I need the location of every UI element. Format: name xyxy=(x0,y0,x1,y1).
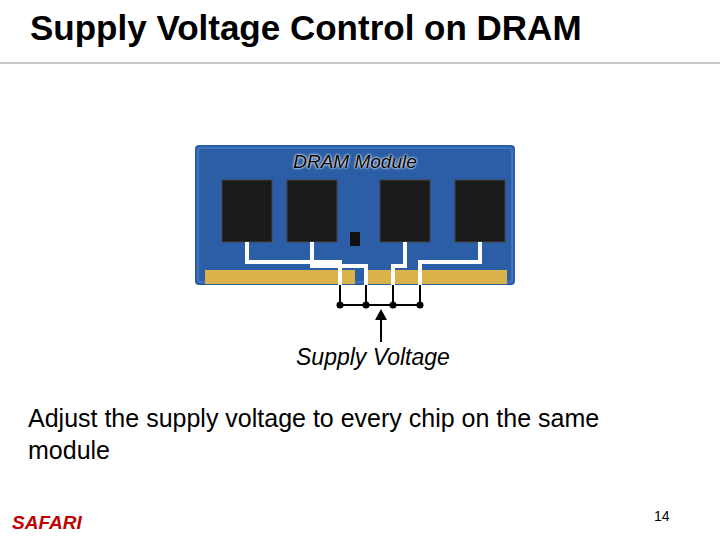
module-board xyxy=(195,145,515,285)
dram-chips xyxy=(222,180,505,242)
logo-text: SAFARI xyxy=(12,512,82,534)
small-component xyxy=(350,232,360,246)
supply-label: Supply Voltage xyxy=(296,344,450,371)
supply-arrowhead xyxy=(375,309,387,320)
slide-title: Supply Voltage Control on DRAM xyxy=(30,8,582,48)
body-text: Adjust the supply voltage to every chip … xyxy=(28,402,668,466)
module-region: DRAM Module xyxy=(195,145,515,285)
page-number: 14 xyxy=(654,508,670,524)
module-label: DRAM Module xyxy=(195,151,515,173)
chip-wires-on-board xyxy=(247,242,480,285)
supply-arrow xyxy=(380,318,382,342)
gold-contacts xyxy=(205,270,507,284)
supply-wires xyxy=(340,285,420,305)
title-rule xyxy=(0,62,720,64)
junction-dots xyxy=(337,302,424,309)
